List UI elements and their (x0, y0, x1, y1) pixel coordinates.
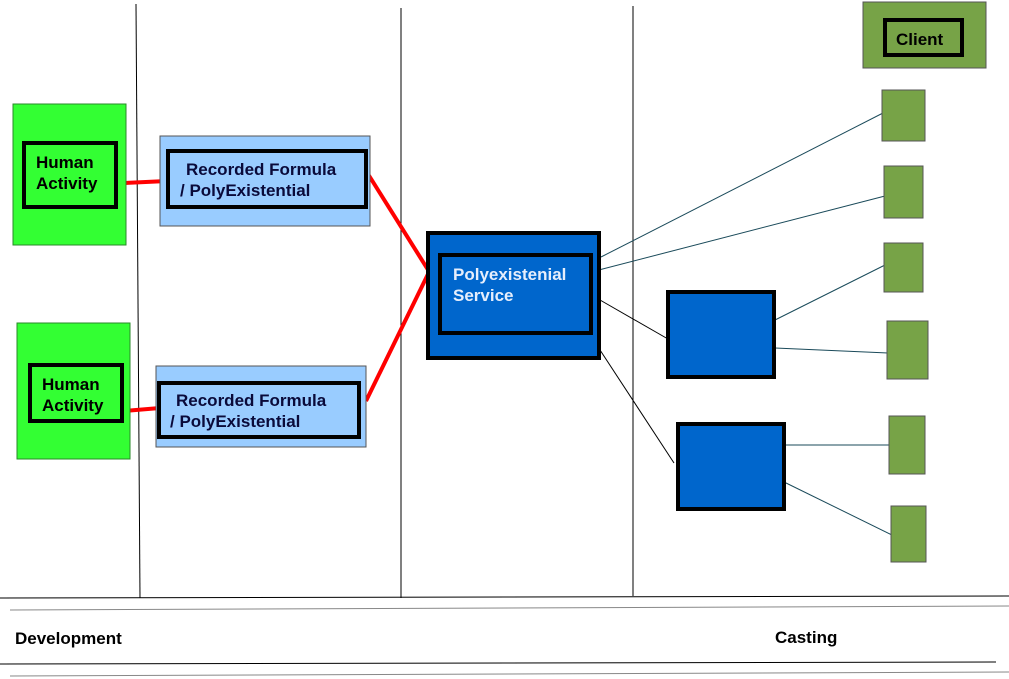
recorded-formula-1-line-1: Recorded Formula (186, 160, 337, 179)
client-box-3 (883, 242, 924, 293)
link-node1-client3 (774, 264, 886, 321)
footer-development-label: Development (15, 629, 122, 648)
link-formula1-service (366, 172, 432, 275)
human-activity-node-2: Human Activity (16, 322, 131, 460)
human-activity-1-line-1: Human (36, 153, 94, 172)
recorded-formula-2-line-1: Recorded Formula (176, 391, 327, 410)
link-service-client1 (600, 112, 884, 258)
human-activity-2-line-1: Human (42, 375, 100, 394)
footer-line-3 (0, 661, 997, 665)
human-activity-node-1: Human Activity (12, 103, 127, 246)
footer-line-4 (9, 671, 1009, 677)
link-service-client2 (590, 195, 886, 273)
service-line-2: Service (453, 286, 514, 305)
distribution-node-1 (666, 290, 776, 379)
recorded-formula-1-line-2: / PolyExistential (180, 181, 310, 200)
client-box-2 (883, 165, 924, 219)
link-node2-client6 (783, 481, 893, 536)
link-service-node2 (599, 349, 675, 464)
client-box-1 (881, 89, 926, 142)
client-node: Client (862, 1, 987, 69)
human-activity-2-line-2: Activity (42, 396, 104, 415)
link-service-node1 (599, 299, 669, 340)
client-box-4 (886, 320, 929, 380)
client-box-6 (890, 505, 927, 563)
service-line-1: Polyexistenial (453, 265, 566, 284)
link-formula2-service (364, 269, 432, 402)
client-box-5 (888, 415, 926, 475)
link-node1-client4 (774, 347, 889, 354)
distribution-node-2 (676, 422, 786, 511)
recorded-formula-2-line-2: / PolyExistential (170, 412, 300, 431)
footer-line-2 (9, 605, 1009, 611)
polyexistential-service-node: Polyexistenial Service (426, 231, 601, 360)
lane-divider-1 (135, 3, 141, 599)
recorded-formula-node-2: Recorded Formula / PolyExistential (155, 365, 367, 448)
human-activity-1-line-2: Activity (36, 174, 98, 193)
recorded-formula-node-1: Recorded Formula / PolyExistential (159, 135, 371, 227)
footer-casting-label: Casting (775, 628, 837, 647)
client-label: Client (896, 30, 944, 49)
footer-line-1 (0, 595, 1009, 599)
